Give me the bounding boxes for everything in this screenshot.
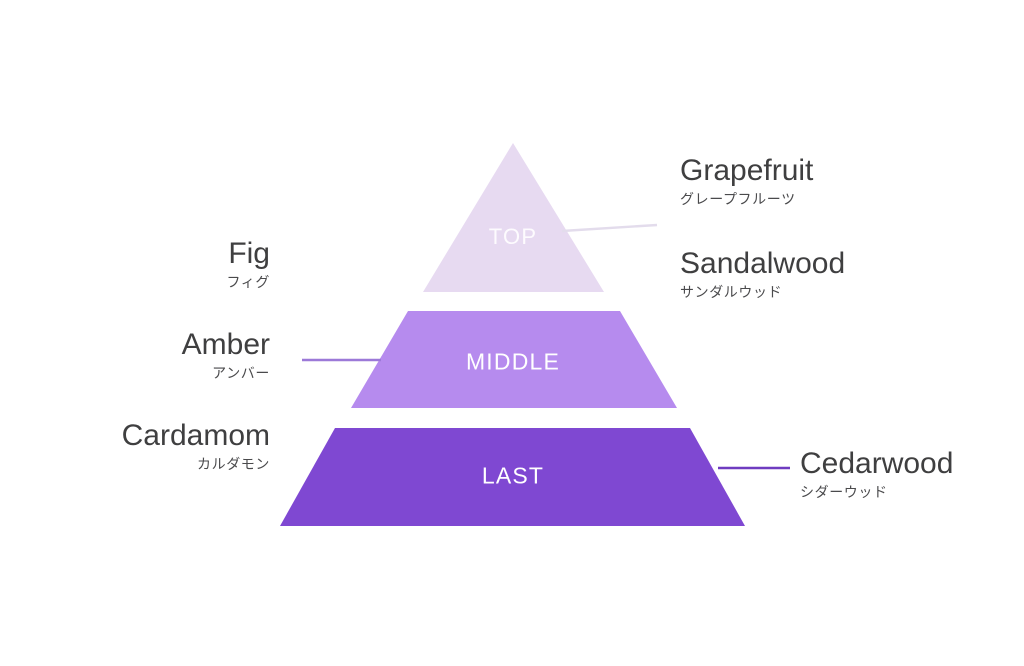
note-name-en-grapefruit: Grapefruit — [680, 154, 814, 187]
tier-caption-last: LAST — [481, 462, 545, 489]
note-label-cardamom: Cardamom カルダモン — [122, 420, 270, 475]
note-name-ja-amber: アンバー — [212, 364, 270, 381]
tier-caption-top: TOP — [488, 224, 538, 249]
note-name-ja-cardamom: カルダモン — [197, 455, 270, 472]
note-name-en-amber: Amber — [181, 328, 270, 361]
note-name-ja-cedarwood: シダーウッド — [800, 483, 888, 500]
note-label-amber: Amber アンバー — [182, 329, 270, 384]
note-name-ja-grapefruit: グレープフルーツ — [680, 190, 796, 207]
note-name-en-cardamom: Cardamom — [121, 419, 270, 452]
connector-line-top — [561, 223, 658, 233]
note-label-grapefruit: Grapefruit グレープフルーツ — [680, 155, 813, 210]
pyramid-tier-last[interactable] — [280, 428, 745, 526]
pyramid-tier-middle[interactable] — [351, 311, 677, 408]
note-name-ja-fig: フィグ — [226, 273, 270, 290]
note-name-en-cedarwood: Cedarwood — [800, 447, 954, 480]
tier-caption-middle: MIDDLE — [465, 348, 561, 375]
note-label-sandalwood: Sandalwood サンダルウッド — [680, 248, 845, 303]
note-name-ja-sandalwood: サンダルウッド — [680, 283, 783, 300]
note-label-cedarwood: Cedarwood シダーウッド — [800, 448, 953, 503]
pyramid-tier-top[interactable] — [423, 143, 604, 292]
note-name-en-fig: Fig — [228, 237, 270, 270]
note-label-fig: Fig フィグ — [226, 238, 270, 293]
note-name-en-sandalwood: Sandalwood — [680, 247, 846, 280]
